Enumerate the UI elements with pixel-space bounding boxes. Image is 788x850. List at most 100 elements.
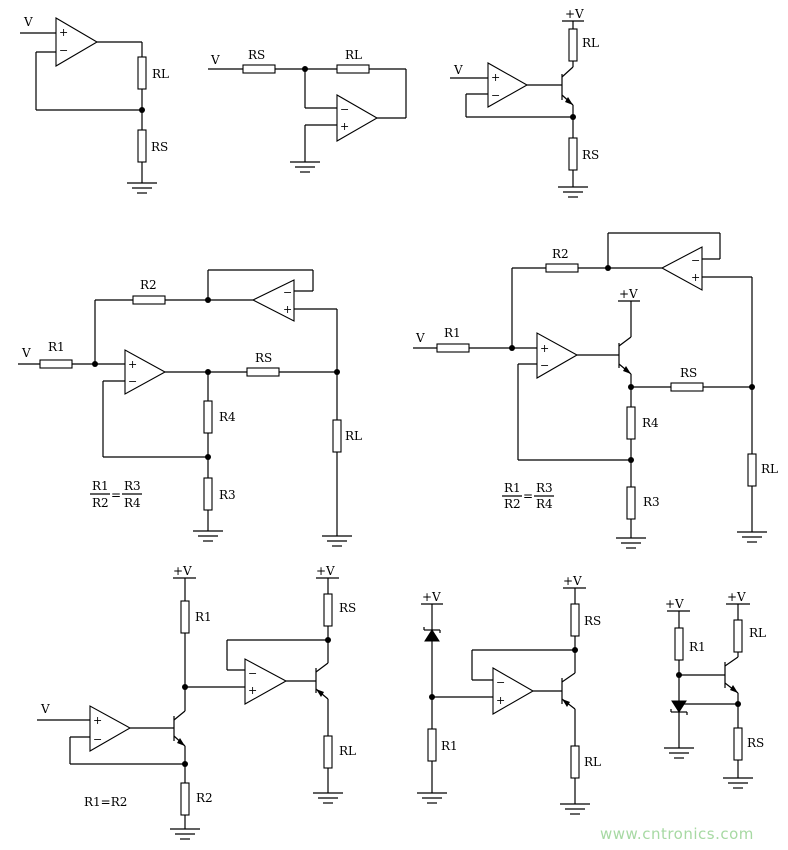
ratio-equation: R1 R2 = R3 R4 — [502, 481, 554, 511]
resistor-rs — [670, 382, 704, 392]
plus-v-label: +V — [727, 590, 746, 604]
rl-label: RL — [345, 48, 362, 62]
ground-symbol — [417, 792, 447, 804]
rl-label: RL — [749, 626, 766, 640]
r1-label: R1 — [689, 640, 706, 654]
opamp-main — [124, 349, 167, 395]
r2-label: R2 — [140, 278, 157, 292]
circuit-6: +V R1 V + − R2 R1=R2 − + +V — [37, 564, 356, 840]
circuit-5: V R1 R2 − + + − +V RS — [413, 232, 778, 549]
resistor-rs — [323, 593, 333, 627]
r4-label: R4 — [642, 416, 659, 430]
pin-plus: + — [128, 358, 137, 371]
pin-minus: − — [59, 44, 68, 57]
resistor-rl — [137, 56, 147, 90]
watermark: www.cntronics.com — [600, 825, 754, 843]
resistor-rs — [137, 129, 147, 163]
opamp-main — [536, 332, 579, 379]
ground-symbol — [322, 535, 352, 547]
resistor-rl — [568, 28, 578, 62]
resistor-r3 — [626, 486, 636, 520]
input-v-label: V — [210, 53, 220, 67]
eq-numerator-r3: R3 — [124, 479, 141, 493]
rs-label: RS — [151, 140, 168, 154]
ground-symbol — [723, 777, 753, 789]
resistor-r1 — [180, 600, 190, 634]
ground-symbol — [290, 161, 320, 173]
rs-label: RS — [255, 351, 272, 365]
pin-minus: − — [93, 733, 102, 746]
opamp — [55, 17, 99, 67]
resistor-r1 — [39, 359, 73, 369]
resistor-rs — [570, 603, 580, 637]
opamp — [487, 62, 529, 108]
ground-symbol — [313, 792, 343, 804]
resistor-r2 — [180, 782, 190, 816]
resistor-r1 — [674, 627, 684, 661]
rl-label: RL — [339, 744, 356, 758]
opamp-buffer — [251, 279, 295, 322]
pin-plus: + — [340, 120, 349, 133]
pin-plus: + — [59, 26, 68, 39]
equal-equation: R1=R2 — [84, 795, 127, 809]
rl-label: RL — [584, 755, 601, 769]
opamp-input — [89, 705, 132, 752]
ground-symbol — [616, 537, 646, 549]
r1-label: R1 — [444, 326, 461, 340]
r1-label: R1 — [441, 739, 458, 753]
resistor-r1 — [436, 343, 470, 353]
rs-label: RS — [582, 148, 599, 162]
ground-symbol — [127, 182, 157, 194]
eq-denominator-r2: R2 — [92, 496, 109, 510]
rs-label: RS — [680, 366, 697, 380]
resistor-rl — [733, 619, 743, 653]
pin-plus: + — [283, 303, 292, 316]
pin-plus: + — [248, 684, 257, 697]
resistor-rs — [568, 137, 578, 171]
resistor-r2 — [132, 295, 166, 305]
input-v-label: V — [21, 346, 31, 360]
ground-symbol — [193, 530, 223, 542]
input-v-label: V — [453, 63, 463, 77]
r3-label: R3 — [643, 495, 660, 509]
input-v-label: V — [23, 15, 33, 29]
circuit-1: + − V RL RS — [20, 15, 169, 194]
rs-label: RS — [747, 736, 764, 750]
rs-label: RS — [248, 48, 265, 62]
eq-numerator-r1: R1 — [92, 479, 109, 493]
resistor-rs — [733, 727, 743, 761]
eq-equals: = — [111, 488, 121, 502]
resistor-rl — [570, 745, 580, 779]
r3-label: R3 — [219, 488, 236, 502]
pin-plus: + — [691, 271, 700, 284]
plus-v-label: +V — [316, 564, 335, 578]
pin-minus: − — [491, 89, 500, 102]
r2-label: R2 — [552, 247, 569, 261]
r4-label: R4 — [219, 410, 236, 424]
rl-label: RL — [152, 67, 169, 81]
opamp-buffer — [660, 246, 703, 291]
resistor-r3 — [203, 477, 213, 511]
ground-symbol — [558, 186, 588, 198]
resistor-rl — [747, 453, 757, 487]
resistor-rs — [242, 64, 276, 74]
circuit-7: +V R1 − + +V RS RL — [417, 574, 601, 815]
pin-plus: + — [540, 342, 549, 355]
circuit-8: +V R1 +V RL RS — [664, 590, 766, 789]
pin-minus: − — [283, 286, 292, 299]
r2-label: R2 — [196, 791, 213, 805]
pin-minus: − — [691, 254, 700, 267]
circuit-4: V R1 R2 − + + − RS R4 — [18, 269, 362, 547]
pin-minus: − — [496, 676, 505, 689]
resistor-r4 — [626, 406, 636, 440]
ground-symbol — [664, 747, 694, 759]
rl-label: RL — [582, 36, 599, 50]
resistor-rs — [246, 367, 280, 377]
pin-minus: − — [248, 667, 257, 680]
pin-minus: − — [128, 375, 137, 388]
input-v-label: V — [415, 331, 425, 345]
r1-label: R1 — [195, 610, 212, 624]
opamp — [336, 94, 379, 142]
pin-plus: + — [496, 694, 505, 707]
